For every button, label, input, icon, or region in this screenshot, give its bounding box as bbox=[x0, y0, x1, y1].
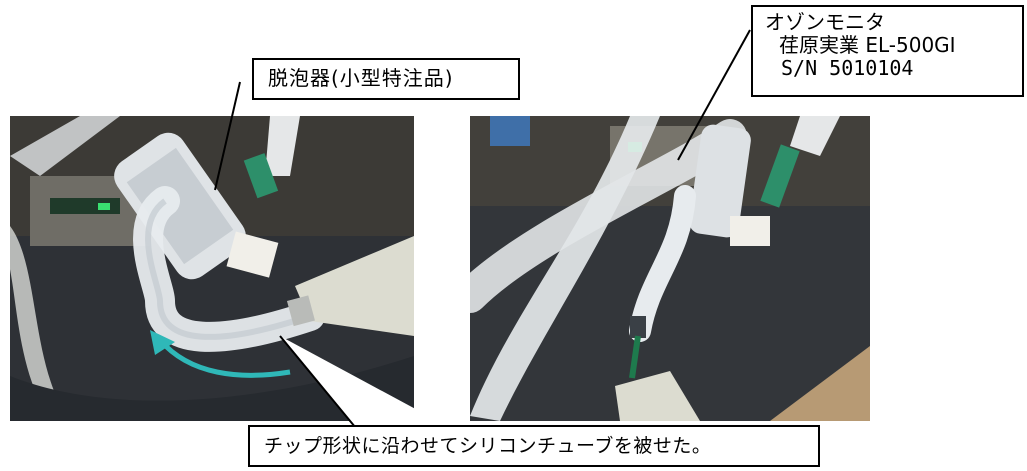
photo-defoamer-scene bbox=[10, 116, 414, 421]
caption-callout: チップ形状に沿わせてシリコンチューブを被せた。 bbox=[248, 425, 820, 467]
photo-ozone-monitor bbox=[470, 116, 870, 421]
monitor-model: 荏原実業 EL-500GI bbox=[779, 33, 956, 57]
photo-monitor-scene bbox=[470, 116, 870, 421]
monitor-title: オゾンモニタ bbox=[765, 10, 885, 34]
caption-text: チップ形状に沿わせてシリコンチューブを被せた。 bbox=[264, 435, 712, 457]
monitor-serial: S/N 5010104 bbox=[781, 56, 914, 80]
defoamer-callout: 脱泡器(小型特注品) bbox=[252, 58, 520, 100]
photo-defoamer-tube bbox=[10, 116, 414, 421]
defoamer-label: 脱泡器(小型特注品) bbox=[268, 66, 454, 90]
ozone-monitor-callout: オゾンモニタ 荏原実業 EL-500GI S/N 5010104 bbox=[751, 5, 1024, 97]
